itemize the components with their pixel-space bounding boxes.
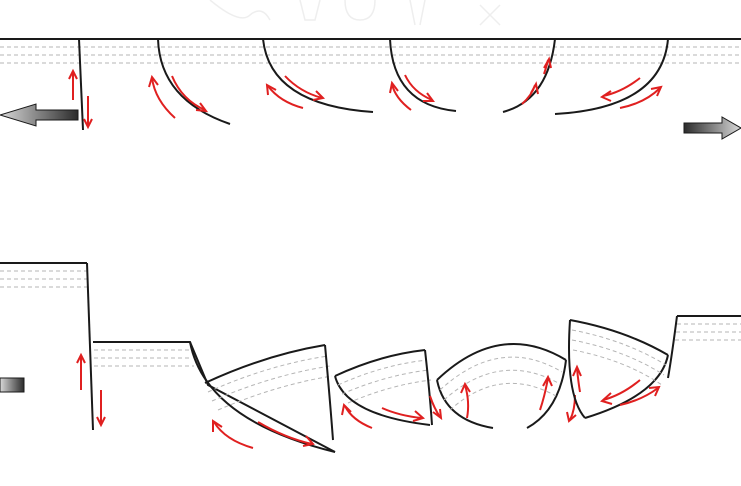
motion-arrows-vertical-fault-displaced bbox=[76, 352, 106, 428]
listric-fault-3 bbox=[389, 38, 457, 112]
rotated-block-c-fault bbox=[568, 319, 586, 419]
extension-arrow-right bbox=[683, 116, 741, 140]
rotated-block-a-bedding bbox=[207, 355, 333, 411]
rotated-block-c-bedding bbox=[571, 329, 667, 386]
central-block-surface bbox=[436, 343, 567, 381]
listric-fault-1 bbox=[157, 38, 231, 125]
listric-fault-2 bbox=[262, 38, 374, 113]
rotated-block-a-surface bbox=[204, 344, 326, 384]
antithetic-fault bbox=[502, 38, 556, 113]
fault-vertical-displaced bbox=[86, 262, 94, 431]
extension-arrow-left bbox=[0, 103, 79, 127]
motion-arrows-central-block bbox=[429, 374, 577, 423]
panel-after-extension bbox=[0, 262, 741, 453]
central-block-left-fault bbox=[436, 379, 494, 429]
listric-fault-4 bbox=[554, 38, 669, 115]
rotated-block-b-fault bbox=[334, 375, 431, 426]
fault-a-right bbox=[324, 344, 334, 441]
motion-arrows-fault-4 bbox=[599, 77, 663, 109]
motion-arrows-rotated-block-b bbox=[341, 402, 426, 429]
central-block-right-fault bbox=[526, 359, 567, 429]
footwall-bedding bbox=[0, 270, 87, 288]
motion-arrows-fault-2 bbox=[265, 75, 326, 109]
block-2-bedding bbox=[94, 349, 194, 367]
fault-vertical bbox=[78, 38, 84, 131]
watermark bbox=[209, 0, 501, 26]
panel-before-extension bbox=[0, 38, 741, 140]
motion-arrows-rotated-block-a bbox=[212, 419, 315, 449]
motion-arrows-fault-3 bbox=[389, 74, 435, 111]
hangingwall-right-bedding bbox=[675, 323, 741, 341]
motion-arrows-rotated-block-c bbox=[572, 364, 661, 406]
hangingwall-right-fault bbox=[667, 315, 678, 379]
rotated-block-c-surface bbox=[569, 319, 669, 356]
rotated-block-a-fault bbox=[189, 341, 336, 453]
bedding-lines bbox=[0, 46, 741, 64]
motion-arrows-vertical-fault bbox=[68, 68, 93, 130]
block-2-surface bbox=[93, 341, 336, 453]
central-block-bedding bbox=[439, 356, 563, 411]
rotated-block-b-surface bbox=[334, 349, 426, 377]
motion-arrows-antithetic-fault bbox=[521, 56, 552, 105]
motion-arrows-fault-1 bbox=[148, 74, 209, 119]
fault-b-right bbox=[424, 349, 433, 426]
rotated-block-c-base bbox=[584, 354, 669, 419]
extension-arrow-left-2 bbox=[0, 377, 25, 393]
rotated-block-b-bedding bbox=[337, 359, 432, 404]
